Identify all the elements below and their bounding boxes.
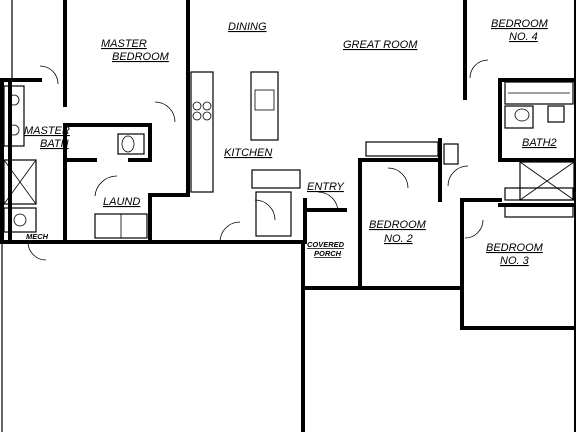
label-bedroom4-line2: NO. 4 bbox=[509, 31, 538, 43]
label-bedroom2-line2: NO. 2 bbox=[384, 233, 413, 245]
label-kitchen: KITCHEN bbox=[224, 147, 272, 159]
label-covered-porch-line2: PORCH bbox=[314, 249, 342, 258]
label-entry: ENTRY bbox=[307, 181, 345, 193]
kitchen-fixtures bbox=[190, 71, 301, 237]
label-mech: MECH bbox=[26, 232, 49, 241]
label-master-bath-line2: BATH bbox=[40, 138, 69, 150]
label-master-bedroom-line2: BEDROOM bbox=[112, 51, 170, 63]
label-covered-porch-line1: COVERED bbox=[307, 240, 345, 249]
laundry-fixtures bbox=[94, 213, 148, 239]
label-master-bedroom-line1: MASTER bbox=[101, 38, 147, 50]
label-laund: LAUND bbox=[103, 196, 140, 208]
label-bath2: BATH2 bbox=[522, 137, 557, 149]
master-bath-fixtures bbox=[3, 85, 145, 233]
door-swings bbox=[27, 59, 489, 261]
bath2-fixtures bbox=[365, 81, 575, 218]
room-labels: DINING GREAT ROOM BEDROOM NO. 4 MASTER B… bbox=[24, 18, 557, 267]
label-great-room: GREAT ROOM bbox=[343, 39, 418, 51]
label-master-bath-line1: MASTER bbox=[24, 125, 70, 137]
label-dining: DINING bbox=[228, 21, 267, 33]
label-bedroom3-line2: NO. 3 bbox=[500, 255, 530, 267]
label-bedroom2-line1: BEDROOM bbox=[369, 219, 427, 231]
label-bedroom4-line1: BEDROOM bbox=[491, 18, 549, 30]
label-bedroom3-line1: BEDROOM bbox=[486, 242, 544, 254]
